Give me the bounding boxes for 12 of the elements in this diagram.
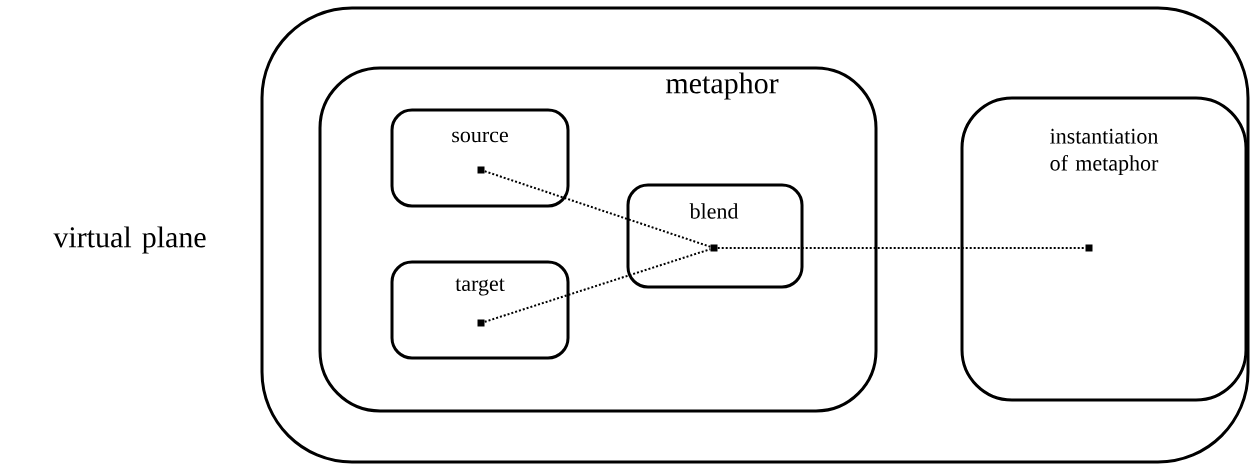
dotted-connector (483, 170, 712, 248)
point-marker (1085, 244, 1093, 252)
dotted-connector (483, 248, 712, 323)
point-marker (710, 244, 718, 252)
dotted-connector (716, 247, 1087, 249)
rounded-box: blend (626, 183, 804, 289)
point-marker (477, 166, 485, 174)
rounded-box: source (390, 108, 570, 208)
node-label: virtual plane (53, 226, 206, 254)
point-marker (477, 319, 485, 327)
rounded-box: target (390, 260, 570, 360)
rounded-box: instantiation of metaphor (960, 96, 1248, 402)
